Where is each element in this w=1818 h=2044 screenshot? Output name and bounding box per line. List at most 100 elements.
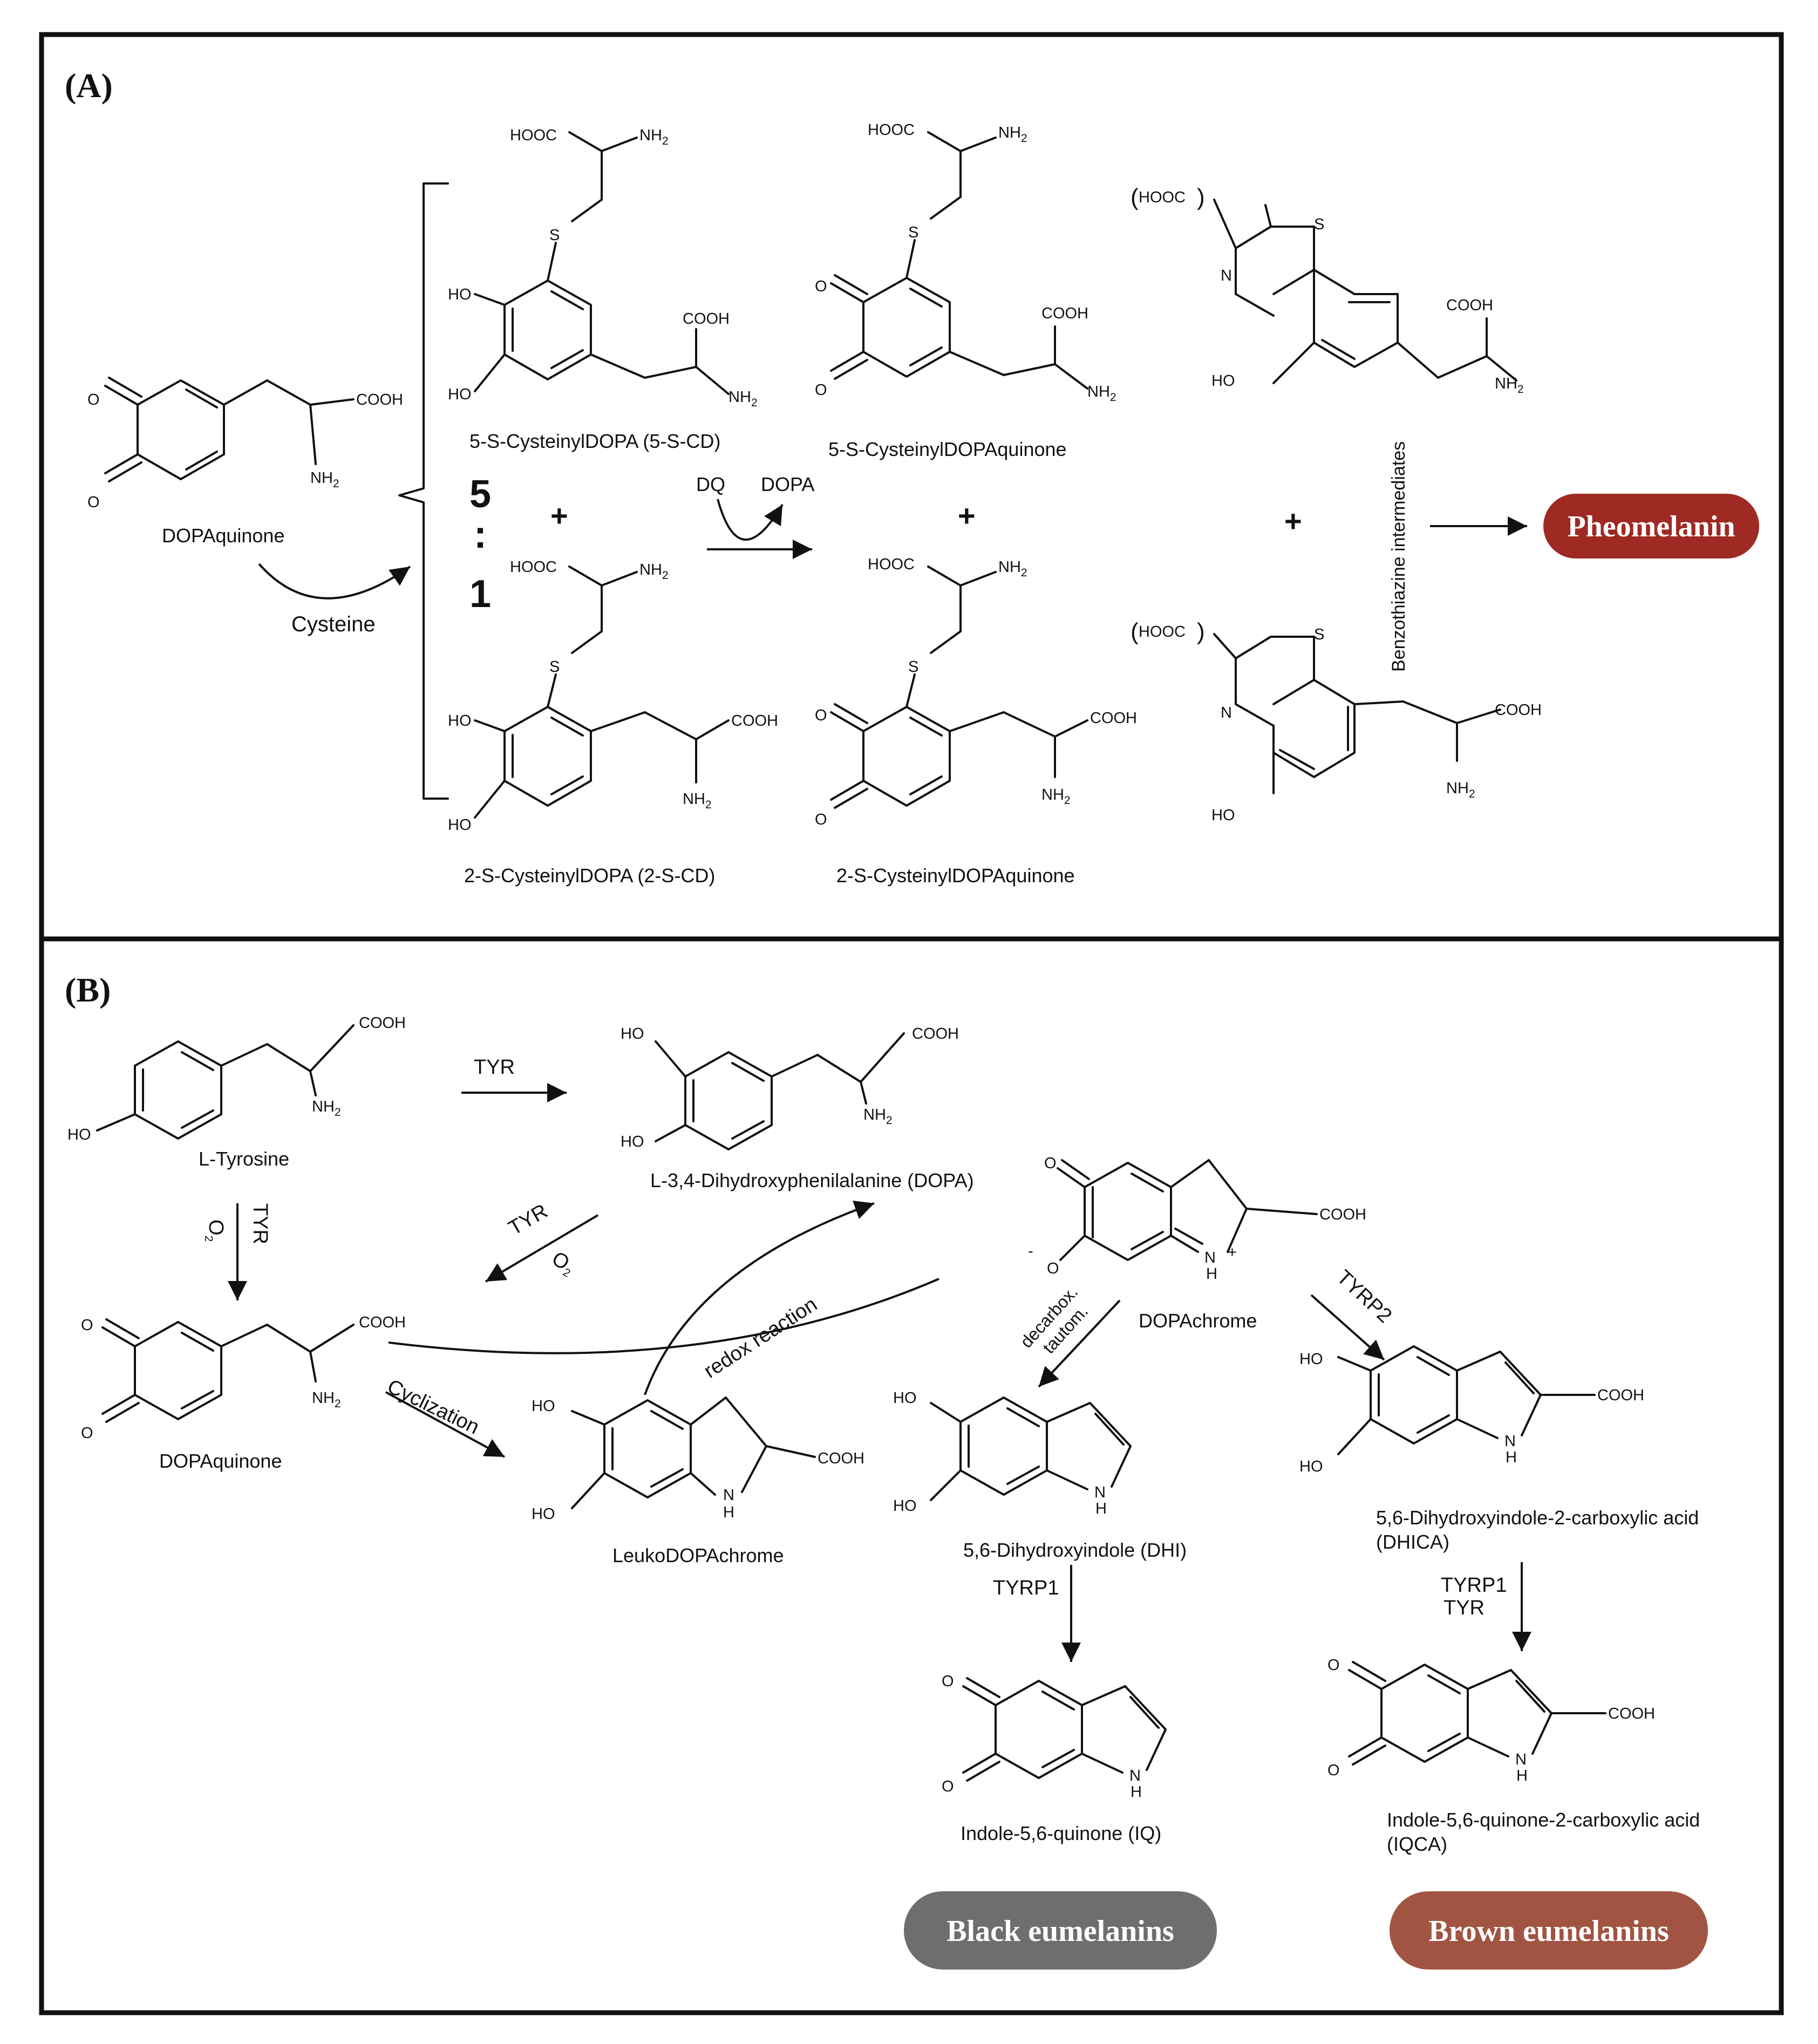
panel-a-label: (A) bbox=[65, 66, 113, 105]
brown-eumelanins-pill bbox=[1390, 1891, 1708, 1970]
bz1-hooc: HOOC bbox=[1139, 189, 1186, 206]
dopachrome-to-dhica-arrow bbox=[1310, 1294, 1385, 1361]
tyrosine-cooh: COOH bbox=[359, 1014, 406, 1032]
cd5-ho1: HO bbox=[448, 286, 472, 303]
black-eumelanins-pill bbox=[904, 1891, 1217, 1970]
bz1-paren-open: ( bbox=[1131, 184, 1139, 210]
tyrp1-label-2: TYRP1 bbox=[1441, 1574, 1507, 1597]
dopaquinone-a-caption: DOPAquinone bbox=[162, 524, 284, 547]
leuko-caption: LeukoDOPAchrome bbox=[612, 1544, 784, 1566]
cdq5-cooh: COOH bbox=[1041, 305, 1088, 322]
cyclization-arrow bbox=[385, 1391, 505, 1458]
tyrp1-label-1: TYRP1 bbox=[993, 1577, 1059, 1599]
leuko-ho2: HO bbox=[532, 1505, 555, 1523]
iq-h: H bbox=[1131, 1783, 1142, 1801]
benzothiazine-1-structure: ( HOOC ) S N HO COOH NH2 bbox=[1131, 184, 1524, 396]
decarbox-label: decarbox. tautom. bbox=[1016, 1279, 1100, 1366]
dopaquinone-b-o1: O bbox=[81, 1317, 93, 1334]
dopaquinone-b-cooh: COOH bbox=[359, 1314, 406, 1331]
iq-structure: O O N H bbox=[942, 1673, 1167, 1801]
dhica-h: H bbox=[1506, 1449, 1517, 1466]
dopachrome-o1: O bbox=[1044, 1155, 1057, 1172]
dopaquinone-a-nh2: NH2 bbox=[310, 469, 339, 490]
cd2-nh2-top: NH2 bbox=[639, 561, 669, 582]
dopachrome-plus: + bbox=[1228, 1244, 1237, 1261]
cdq5-nh2-top: NH2 bbox=[998, 124, 1027, 145]
cdq2-o2: O bbox=[815, 811, 827, 828]
plus-a3: + bbox=[1284, 504, 1302, 538]
cdq5-hooc: HOOC bbox=[868, 121, 915, 139]
iqca-structure: O O COOH N H bbox=[1327, 1657, 1655, 1784]
iqca-cooh: COOH bbox=[1608, 1705, 1655, 1722]
dopachrome-o2: O bbox=[1047, 1260, 1059, 1277]
cdq2-nh2: NH2 bbox=[1041, 786, 1071, 807]
dopa-cofactor-label: DOPA bbox=[761, 473, 814, 495]
iq-o1: O bbox=[942, 1673, 954, 1690]
redox-label: redox reaction bbox=[700, 1293, 821, 1382]
cd5-caption: 5-S-CysteinylDOPA (5-S-CD) bbox=[469, 430, 720, 452]
cdq5-nh2: NH2 bbox=[1087, 383, 1116, 404]
cdq2-nh2-top: NH2 bbox=[998, 558, 1027, 579]
tyr-label-1: TYR bbox=[474, 1056, 515, 1079]
dhica-n: N bbox=[1504, 1433, 1516, 1450]
cd2-ho2: HO bbox=[448, 816, 472, 834]
cd5-nh2: NH2 bbox=[728, 389, 758, 409]
plus-a1: + bbox=[550, 499, 568, 533]
cdq5-o2: O bbox=[815, 381, 827, 399]
iqca-o1: O bbox=[1327, 1657, 1340, 1674]
tyrosine-caption: L-Tyrosine bbox=[199, 1148, 289, 1170]
dopachrome-h: H bbox=[1206, 1265, 1217, 1283]
dopaquinone-b-nh2: NH2 bbox=[312, 1389, 341, 1410]
dhi-caption: 5,6-Dihydroxyindole (DHI) bbox=[963, 1539, 1187, 1561]
iqca-o2: O bbox=[1327, 1762, 1340, 1779]
dhica-structure: HO HO COOH N H bbox=[1299, 1345, 1644, 1475]
cd2-s: S bbox=[549, 658, 560, 676]
iq-o2: O bbox=[942, 1778, 954, 1795]
leuko-cooh: COOH bbox=[818, 1450, 864, 1467]
cdq2-o1: O bbox=[815, 707, 827, 724]
benzothiazine-label: Benzothiazine intermediates bbox=[1388, 441, 1409, 672]
bz1-cooh: COOH bbox=[1446, 297, 1493, 314]
pheomelanin-label: Pheomelanin bbox=[1567, 510, 1735, 543]
leuko-ho1: HO bbox=[532, 1398, 555, 1415]
dopaquinone-a-o2: O bbox=[87, 494, 100, 511]
bz2-s: S bbox=[1314, 626, 1324, 643]
cd5-structure: HO HO S HOOC NH2 COOH NH2 bbox=[448, 127, 758, 409]
cd2-cooh: COOH bbox=[731, 712, 778, 730]
bz2-cooh: COOH bbox=[1495, 701, 1542, 719]
dopachrome-to-dhi-arrow bbox=[1038, 1299, 1121, 1388]
dhica-caption-1: 5,6-Dihydroxyindole-2-carboxylic acid bbox=[1376, 1507, 1699, 1529]
cd2-nh2: NH2 bbox=[683, 791, 712, 811]
iqca-h: H bbox=[1516, 1767, 1528, 1784]
bz2-nh2: NH2 bbox=[1446, 780, 1475, 800]
leuko-h: H bbox=[723, 1504, 734, 1521]
dopa-ho1: HO bbox=[621, 1025, 644, 1043]
cdq5-caption: 5-S-CysteinylDOPAquinone bbox=[828, 438, 1067, 460]
dhica-caption-2: (DHICA) bbox=[1376, 1531, 1449, 1553]
dopaquinone-a-structure: O O COOH NH2 bbox=[87, 377, 403, 511]
cdq2-structure: O O S HOOC NH2 COOH NH2 bbox=[815, 556, 1137, 828]
plus-a2: + bbox=[958, 499, 976, 533]
cysteine-label: Cysteine bbox=[291, 612, 376, 636]
dopaquinone-b-caption: DOPAquinone bbox=[159, 1450, 282, 1472]
iqca-caption-1: Indole-5,6-quinone-2-carboxylic acid bbox=[1387, 1809, 1700, 1831]
dhi-ho1: HO bbox=[893, 1389, 917, 1407]
benzothiazine-2-structure: ( HOOC ) S N HO COOH NH2 bbox=[1131, 618, 1542, 824]
bz1-ho: HO bbox=[1211, 372, 1235, 390]
ratio-colon: : bbox=[474, 513, 487, 556]
tyr-label-3: TYR bbox=[505, 1200, 552, 1239]
dopa-caption: L-3,4-Dihydroxyphenilalanine (DOPA) bbox=[650, 1169, 974, 1191]
bz1-n: N bbox=[1221, 267, 1232, 284]
bz1-paren-close: ) bbox=[1197, 184, 1205, 210]
tyrosine-nh2: NH2 bbox=[312, 1098, 341, 1119]
dopaquinone-b-o2: O bbox=[81, 1425, 93, 1442]
bz2-paren-close: ) bbox=[1197, 618, 1205, 645]
iq-caption: Indole-5,6-quinone (IQ) bbox=[961, 1822, 1161, 1844]
dopachrome-n: N bbox=[1204, 1249, 1216, 1266]
dopa-to-dopaquinone-arrow bbox=[485, 1214, 599, 1283]
dq-label: DQ bbox=[696, 473, 725, 495]
bz2-n: N bbox=[1221, 704, 1232, 721]
dopaquinone-long-curve bbox=[388, 1278, 939, 1354]
cysteine-arrow bbox=[258, 563, 411, 599]
dopachrome-caption: DOPAchrome bbox=[1139, 1310, 1257, 1332]
